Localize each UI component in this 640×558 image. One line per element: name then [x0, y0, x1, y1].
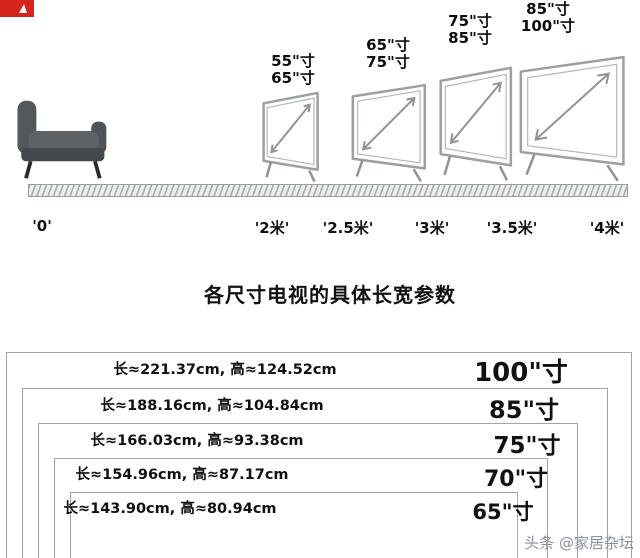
distance-label: '2.5米' [322, 219, 374, 237]
tv-dimensions-text: 长≈166.03cm, 高≈93.38cm [90, 433, 304, 449]
tv-icon [436, 64, 514, 186]
tv-size-badge: 100"寸 [474, 358, 568, 388]
tv-size-badge: 75"寸 [493, 433, 561, 459]
section-title: 各尺寸电视的具体长宽参数 [204, 283, 456, 307]
tv-size-label-line: 100"寸 [520, 17, 576, 35]
tv-size-label-line: 55"寸 [271, 52, 315, 70]
tv-size-label-line: 85"寸 [526, 0, 570, 18]
corner-logo [0, 0, 34, 17]
tv-dimensions-text: 长≈188.16cm, 高≈104.84cm [100, 398, 324, 414]
tv-size-label-line: 65"寸 [271, 69, 315, 87]
size-rect-70 [54, 458, 548, 558]
sofa-icon [17, 100, 107, 179]
size-rect-100 [6, 352, 632, 558]
size-rect-65 [70, 492, 518, 558]
tv-dimensions-text: 长≈221.37cm, 高≈124.52cm [113, 362, 337, 378]
distance-label: '3米' [414, 219, 450, 237]
tv-size-label-line: 85"寸 [448, 29, 492, 47]
tv-size-badge: 65"寸 [472, 500, 534, 524]
size-rect-75 [38, 423, 578, 558]
tv-size-label-line: 75"寸 [366, 53, 410, 71]
distance-label: '4米' [589, 219, 625, 237]
tv-icon [348, 82, 428, 186]
tv-size-badge: 85"寸 [489, 396, 559, 424]
tv-icon [514, 53, 628, 187]
tv-size-label: 55"寸 65"寸 [258, 53, 328, 87]
distance-ruler [28, 184, 628, 197]
watermark: 头条 @家居杂坛 [524, 534, 634, 552]
tv-size-label-line: 75"寸 [448, 12, 492, 30]
tv-size-label: 65"寸 75"寸 [353, 37, 423, 71]
tv-size-label-line: 65"寸 [366, 36, 410, 54]
tv-size-label: 75"寸 85"寸 [435, 13, 505, 47]
tv-size-badge: 70"寸 [483, 467, 549, 492]
distance-label: '0' [32, 217, 52, 235]
distance-label: '3.5米' [486, 219, 538, 237]
tv-icon [260, 90, 320, 186]
tv-size-label: 85"寸 100"寸 [513, 1, 583, 35]
distance-label: '2米' [254, 219, 290, 237]
size-rect-85 [22, 388, 608, 558]
tv-dimensions-text: 长≈154.96cm, 高≈87.17cm [75, 467, 289, 483]
tv-dimensions-text: 长≈143.90cm, 高≈80.94cm [63, 501, 277, 517]
